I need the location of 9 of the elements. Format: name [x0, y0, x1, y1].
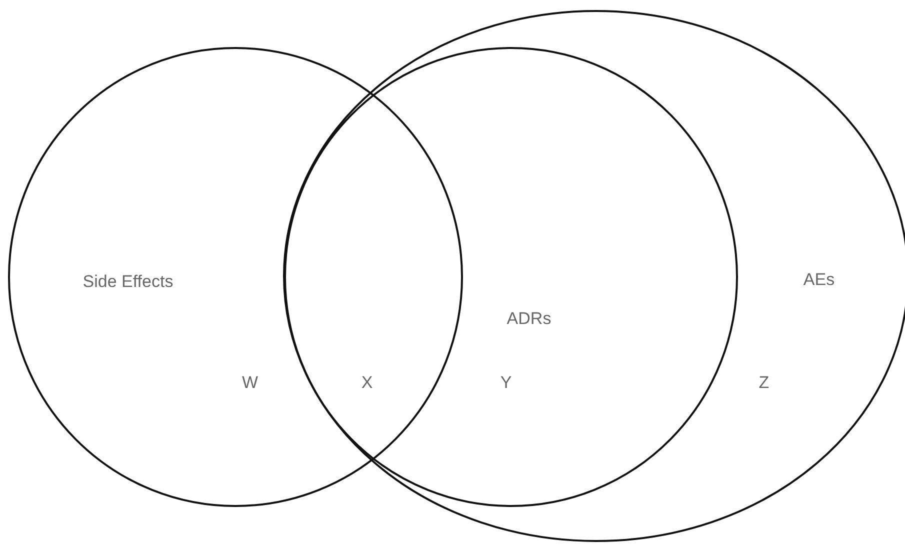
region-letter: Y [500, 373, 512, 393]
set-label: ADRs [506, 309, 552, 329]
set-circle [8, 47, 463, 507]
region-letter: W [242, 373, 258, 393]
set-label: AEs [803, 270, 835, 290]
region-letter: X [361, 373, 373, 393]
set-label: Side Effects [82, 272, 174, 292]
set-circle [284, 47, 738, 507]
region-letter: Z [758, 373, 770, 393]
